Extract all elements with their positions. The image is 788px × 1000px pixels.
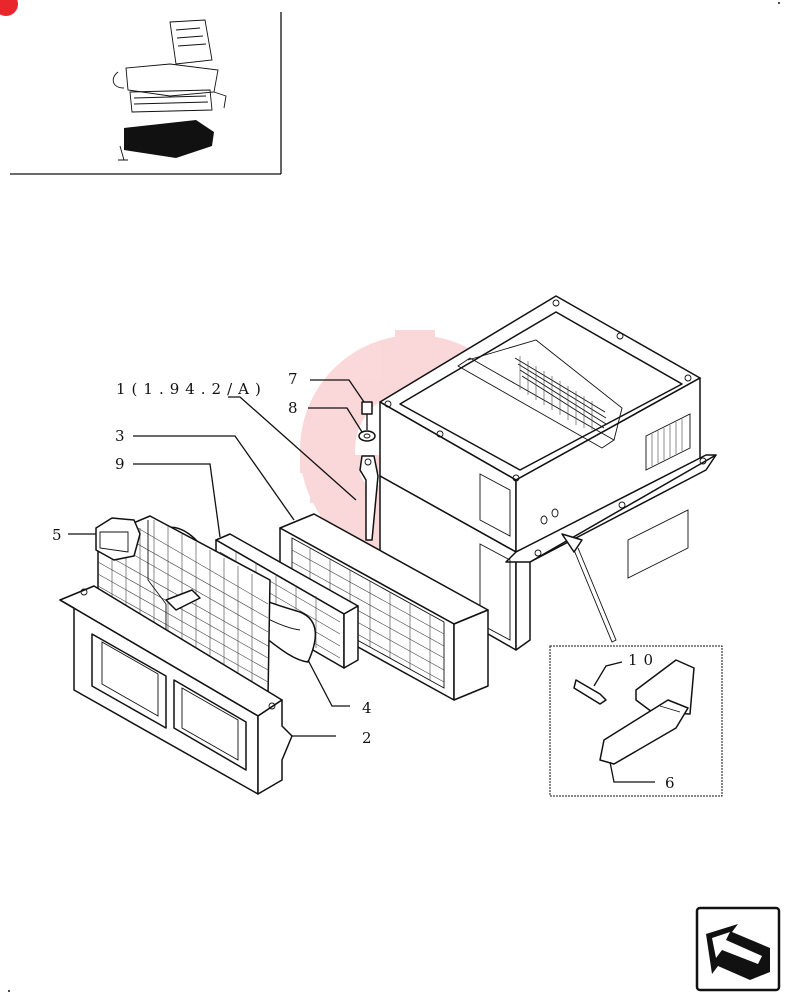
bolt-washer <box>358 401 379 541</box>
callout-2: 2 <box>362 729 377 747</box>
callout-4: 4 <box>362 699 377 717</box>
thumbnail-frame <box>10 12 282 175</box>
callout-6: 6 <box>665 774 680 792</box>
corner-badge-icon <box>0 0 18 16</box>
callout-3: 3 <box>115 427 130 445</box>
corner-dot <box>8 990 10 992</box>
corner-dot <box>778 2 780 4</box>
leader-lines <box>68 379 655 783</box>
callout-9: 9 <box>115 455 130 473</box>
callout-10: 10 <box>628 651 659 669</box>
detail-pointer-arrow <box>561 533 617 643</box>
fin-block <box>514 356 607 430</box>
large-filter-frame <box>279 513 489 701</box>
callout-7: 7 <box>288 370 303 388</box>
reference-label: 1(1.94.2/A) <box>116 380 267 398</box>
callout-5: 5 <box>52 526 67 544</box>
return-arrow-icon[interactable] <box>695 906 781 992</box>
detail-inset-frame <box>549 645 723 797</box>
seat-thumbnail-illustration <box>112 19 227 161</box>
front-frame <box>59 585 293 795</box>
duct-connector <box>95 517 141 561</box>
callout-8: 8 <box>288 399 303 417</box>
